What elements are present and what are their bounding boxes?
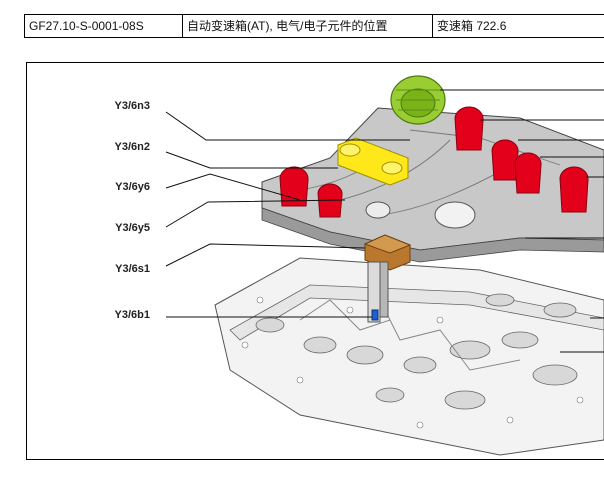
control-plate <box>261 107 604 263</box>
header-table: GF27.10-S-0001-08S 自动变速箱(AT), 电气/电子元件的位置… <box>24 14 604 38</box>
connector-y3-6n3 <box>390 75 446 125</box>
label-y3-6n2: Y3/6n2 <box>114 141 150 153</box>
label-y3-6n3: Y3/6n3 <box>114 100 150 112</box>
doc-id: GF27.10-S-0001-08S <box>25 15 183 37</box>
label-y3-6y6: Y3/6y6 <box>115 181 150 193</box>
transmission-model: 变速箱 722.6 <box>437 19 507 33</box>
label-y3-6y5: Y3/6y5 <box>115 222 150 234</box>
leader-lines-left <box>165 111 410 318</box>
valve-body-plate <box>214 257 604 456</box>
label-y3-6b1: Y3/6b1 <box>114 309 150 321</box>
sensor-y3-6s1 <box>363 234 412 271</box>
sensor-y3-6b1 <box>367 261 389 323</box>
leader-lines-right <box>440 89 604 353</box>
connector-y3-6n2 <box>337 137 409 186</box>
illustration-frame <box>26 62 604 460</box>
label-y3-6s1: Y3/6s1 <box>115 263 150 275</box>
doc-title: 自动变速箱(AT), 电气/电子元件的位置 <box>183 15 433 37</box>
